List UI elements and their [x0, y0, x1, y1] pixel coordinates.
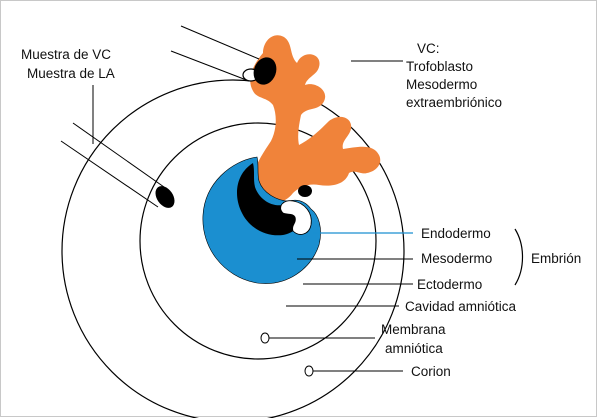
label-chorion: Corion	[411, 364, 451, 379]
label-amniotic-cavity: Cavidad amniótica	[405, 299, 517, 314]
label-sample-vc: Muestra de VC	[21, 47, 111, 62]
chorion-marker	[305, 366, 313, 376]
amniotic-membrane-marker	[261, 333, 269, 343]
label-embryo: Embrión	[531, 251, 581, 266]
label-mesoderm: Mesodermo	[421, 251, 492, 266]
la-needle-line-2	[61, 141, 158, 207]
label-vc-trophoblast: Trofoblasto	[406, 59, 473, 74]
label-sample-la: Muestra de LA	[27, 66, 115, 81]
label-amniotic-membrane-1: Membrana	[381, 322, 446, 337]
label-vc-title: VC:	[417, 41, 440, 56]
vc-needle-line-1	[181, 26, 259, 59]
la-needle-line-1	[73, 123, 164, 187]
label-vc-extraembryonic: extraembriónico	[406, 95, 502, 110]
vc-needle-line-2	[171, 51, 249, 81]
villus-node	[298, 185, 312, 197]
embryo-bracket	[515, 229, 523, 285]
label-vc-mesoderm: Mesodermo	[406, 77, 477, 92]
label-amniotic-membrane-2: amniótica	[385, 341, 443, 356]
label-ectoderm: Ectodermo	[417, 277, 482, 292]
label-endoderm: Endodermo	[421, 226, 491, 241]
